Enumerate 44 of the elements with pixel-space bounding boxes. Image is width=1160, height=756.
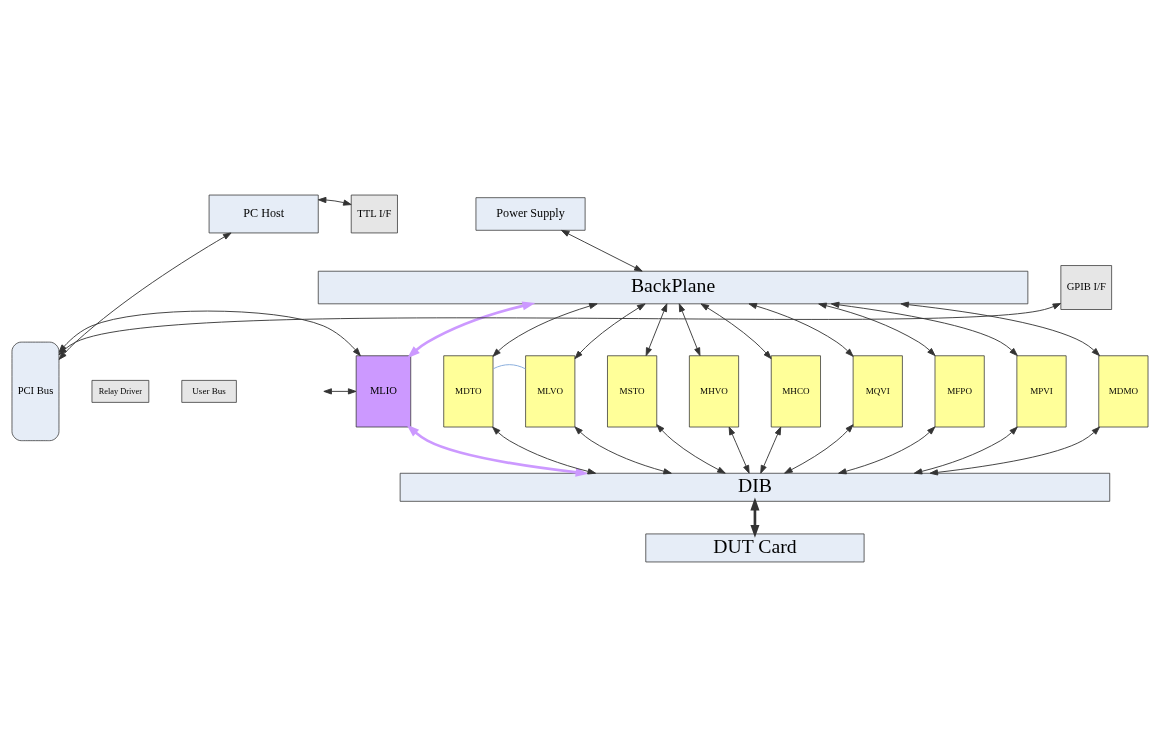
arrow: [748, 302, 854, 357]
arrow: [406, 423, 589, 477]
arrow: [900, 301, 1100, 356]
node-box: PCI Bus: [11, 341, 60, 441]
arrow: [574, 425, 672, 474]
node-box: MDTO: [443, 354, 494, 427]
arrow: [838, 425, 936, 474]
node-box: MDMO: [1098, 354, 1149, 427]
node-box: TTL I/F: [350, 194, 398, 233]
arrow: [818, 302, 936, 356]
arrow: [929, 426, 1100, 475]
node-box: MLVO: [525, 354, 576, 427]
node-box: MHVO: [689, 354, 739, 427]
connector: [492, 363, 526, 369]
arrow: [656, 423, 726, 474]
arrow: [913, 426, 1018, 474]
node-box: MHCO: [770, 354, 821, 427]
arrow: [492, 302, 598, 357]
node-box: DIB: [399, 472, 1111, 502]
arrow: [700, 302, 772, 359]
arrow: [561, 229, 643, 272]
node-box: MSTO: [607, 354, 658, 427]
arrow: [645, 302, 668, 356]
node-box: Relay Driver: [91, 379, 150, 403]
arrow: [323, 387, 357, 394]
arrow: [784, 423, 854, 474]
arrow: [317, 196, 352, 206]
arrow: [492, 426, 597, 474]
node-box: MFPO: [934, 354, 985, 427]
arrow: [830, 301, 1018, 356]
arrow: [728, 426, 750, 474]
arrow: [760, 426, 782, 474]
node-box: MPVI: [1016, 354, 1067, 427]
arrow: [574, 302, 646, 359]
node-box: MQVI: [852, 354, 903, 427]
node-box: PC Host: [208, 194, 319, 233]
node-box: BackPlane: [317, 270, 1029, 304]
node-box: User Bus: [181, 379, 237, 403]
arrow: [407, 300, 536, 358]
arrow: [678, 302, 701, 356]
node-box: GPIB I/F: [1060, 264, 1113, 310]
node-box: DUT Card: [645, 533, 865, 562]
node-box: MLIO: [355, 354, 412, 427]
node-box: Power Supply: [475, 196, 586, 231]
